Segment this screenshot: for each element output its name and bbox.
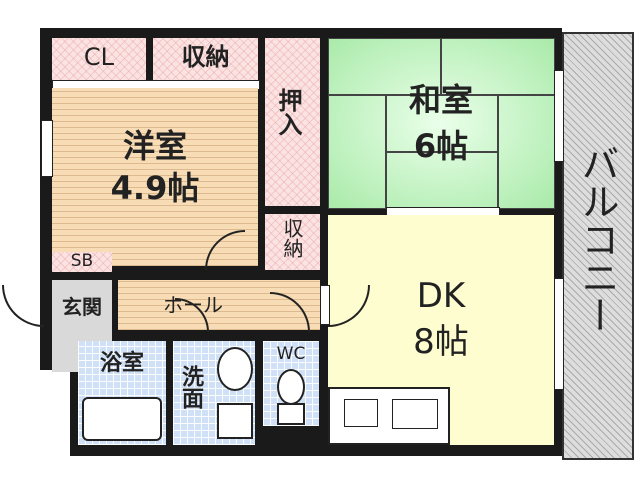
kitchen-counter	[328, 387, 450, 445]
room-storage-top: 収納	[153, 38, 258, 80]
washing-machine-icon	[217, 403, 253, 439]
japanese-room-name: 和室	[408, 81, 473, 119]
bathtub-icon	[82, 397, 162, 441]
balcony: バルコニー	[562, 32, 634, 460]
wall-cutout	[40, 370, 70, 460]
room-washroom: 洗面	[173, 341, 255, 445]
room-closet: 押入	[265, 38, 320, 206]
entrance-label: 玄関	[62, 295, 102, 319]
closet-label: 押入	[274, 88, 302, 136]
room-bathroom: 浴室	[78, 341, 166, 445]
wc-label: WC	[276, 344, 306, 364]
room-japanese: 和室 6帖	[328, 38, 555, 209]
room-western: 洋室 4.9帖	[52, 88, 258, 266]
room-sb: SB	[52, 251, 112, 272]
window-dk-east	[554, 278, 564, 390]
entrance-door[interactable]	[2, 285, 44, 327]
western-room-size: 4.9帖	[110, 169, 200, 207]
room-storage-small: 収納	[265, 214, 320, 270]
storage-small-label: 収納	[280, 218, 304, 258]
bathroom-label: 浴室	[99, 351, 144, 376]
western-room-name: 洋室	[122, 127, 187, 165]
washroom-label: 洗面	[178, 365, 203, 409]
cl-label: CL	[83, 43, 115, 71]
sink-icon	[217, 347, 253, 391]
dk-name: DK	[416, 276, 466, 316]
room-dk: DK 8帖	[328, 215, 554, 445]
stove-icon	[344, 399, 378, 427]
window-japanese-east	[554, 70, 564, 162]
toilet-icon	[277, 369, 305, 405]
sb-label: SB	[70, 251, 94, 271]
dk-size: 8帖	[413, 322, 469, 362]
japanese-room-size: 6帖	[413, 127, 469, 165]
storage-top-label: 収納	[181, 43, 230, 71]
room-wc: WC	[263, 341, 319, 426]
kitchen-sink-icon	[392, 399, 438, 429]
toilet-tank-icon	[277, 403, 305, 425]
window-west	[41, 120, 53, 177]
room-cl: CL	[52, 38, 146, 80]
balcony-label: バルコニー	[575, 144, 619, 334]
